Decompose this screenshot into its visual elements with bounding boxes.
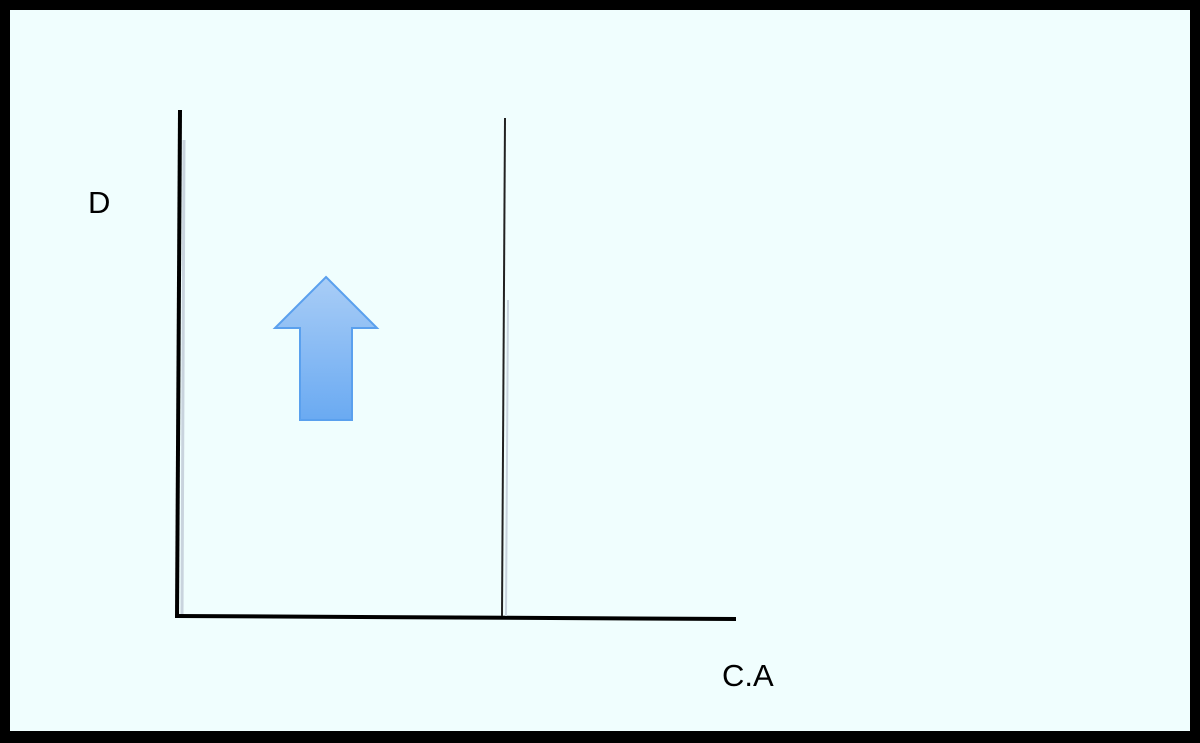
vertical-divider-shadow xyxy=(505,299,509,617)
y-axis-shadow xyxy=(180,139,186,619)
y-axis-line xyxy=(175,109,182,619)
y-axis-label: D xyxy=(88,185,110,220)
vertical-divider-line xyxy=(501,117,506,617)
x-axis-line xyxy=(174,614,737,621)
up-arrow-icon xyxy=(272,275,380,421)
x-axis-label: C.A xyxy=(722,658,774,693)
